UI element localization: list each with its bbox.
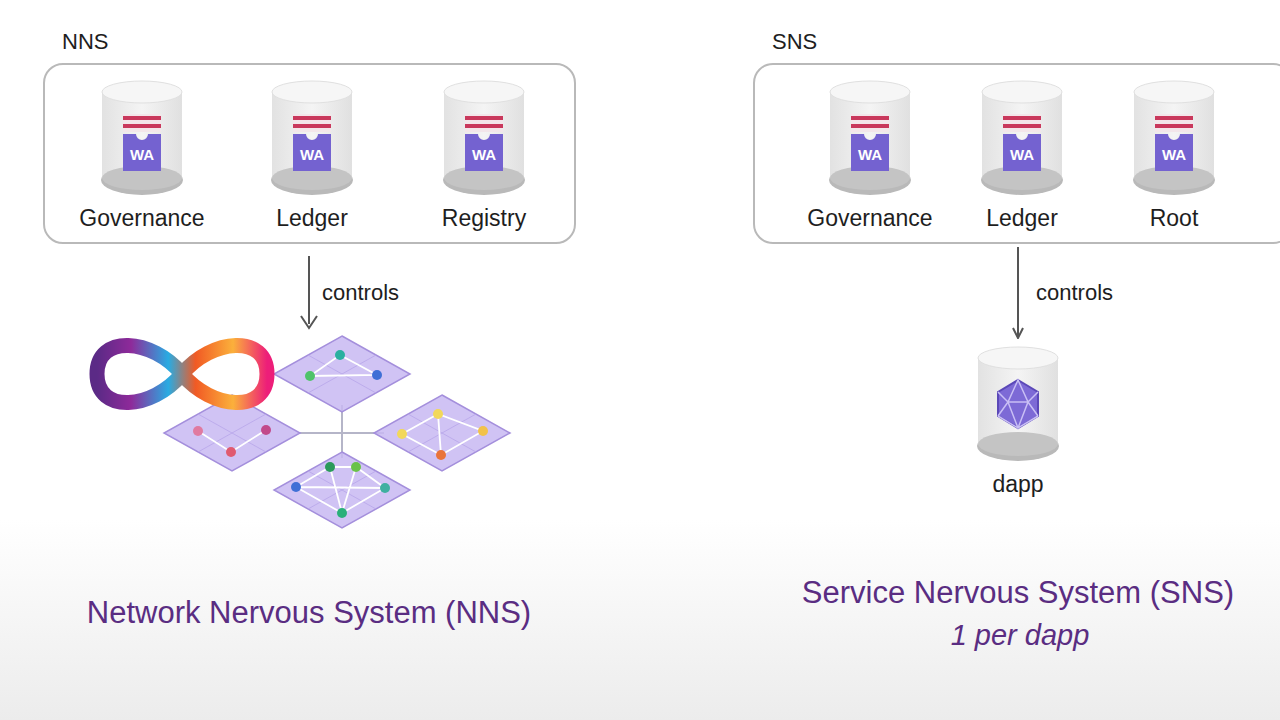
connector-label: controls xyxy=(1036,280,1113,306)
ground-fade xyxy=(0,520,1280,720)
canister-cylinder: WA Ledger xyxy=(242,74,382,234)
controls-arrow xyxy=(301,256,317,328)
subnet-nodes xyxy=(193,350,488,518)
cylinder-shape xyxy=(952,74,1092,200)
subnet-node-links xyxy=(198,355,483,513)
canister-name: Governance xyxy=(807,205,932,232)
controls-arrow xyxy=(1017,247,1019,338)
canister-cylinder: WA Governance xyxy=(72,74,212,234)
system-heading: NNS xyxy=(62,29,108,55)
connector-label: controls xyxy=(322,280,399,306)
canister-cylinder: WA Root xyxy=(1104,74,1244,234)
container-box: SNSWAGovernanceWALedgerWARoot xyxy=(753,63,1280,244)
system-title: Network Nervous System (NNS) xyxy=(87,595,531,631)
subnet-grid xyxy=(198,355,476,509)
wasm-badge: WA xyxy=(1162,146,1186,163)
container-box: NNSWAGovernanceWALedgerWARegistry xyxy=(43,63,576,244)
canister-name: Root xyxy=(1150,205,1199,232)
canister-name: dapp xyxy=(992,471,1043,498)
wasm-badge: WA xyxy=(472,146,496,163)
cylinder-shape xyxy=(414,74,554,200)
canister-name: Governance xyxy=(79,205,204,232)
infinity-logo xyxy=(97,345,267,402)
cylinder-shape xyxy=(948,340,1088,466)
wasm-badge: WA xyxy=(1010,146,1034,163)
canister-name: Ledger xyxy=(986,205,1058,232)
subnet-links xyxy=(300,405,384,458)
system-title: Service Nervous System (SNS) xyxy=(802,575,1234,611)
system-heading: SNS xyxy=(772,29,817,55)
cylinder-shape xyxy=(800,74,940,200)
subnet-tiles xyxy=(164,336,510,528)
wasm-badge: WA xyxy=(130,146,154,163)
wasm-badge: WA xyxy=(300,146,324,163)
canister-cylinder: WA Governance xyxy=(800,74,940,234)
canister-name: Ledger xyxy=(276,205,348,232)
canister-name: Registry xyxy=(442,205,526,232)
canister-cylinder: WA Registry xyxy=(414,74,554,234)
dapp-canister: dapp xyxy=(948,340,1088,500)
cylinder-shape xyxy=(72,74,212,200)
canister-cylinder: WA Ledger xyxy=(952,74,1092,234)
cylinder-shape xyxy=(242,74,382,200)
system-subtitle: 1 per dapp xyxy=(951,619,1090,652)
wasm-badge: WA xyxy=(858,146,882,163)
cylinder-shape xyxy=(1104,74,1244,200)
